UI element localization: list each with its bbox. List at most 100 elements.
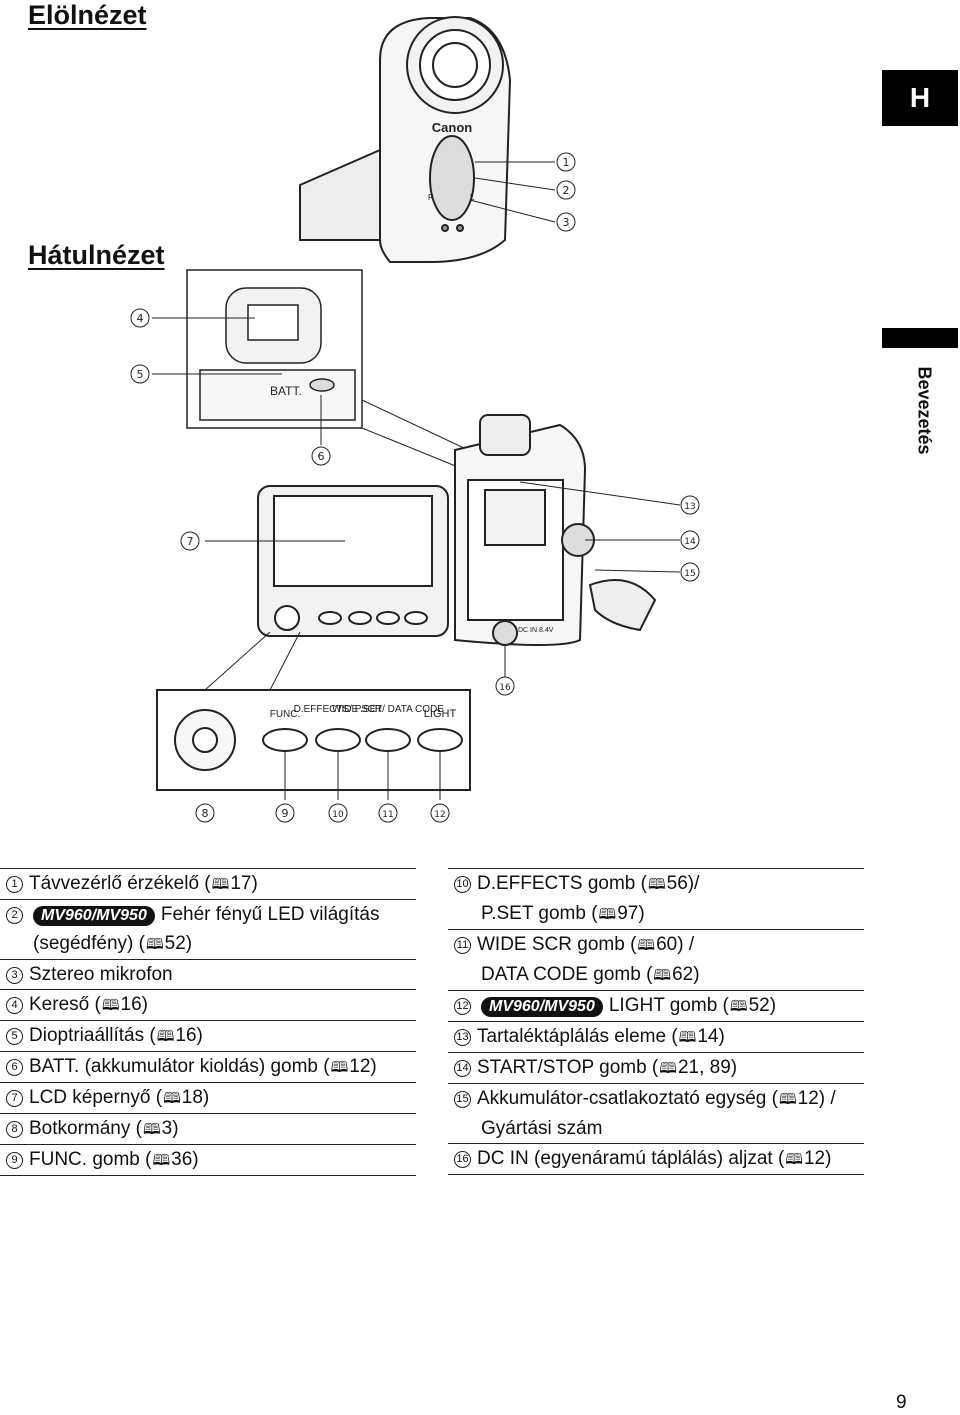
dc-in-label: DC IN 8.4V [518, 627, 554, 634]
legend-number: 14 [454, 1060, 471, 1077]
callout-12: 12 [430, 803, 450, 823]
button-detail [156, 689, 471, 791]
legend-number: 5 [6, 1028, 23, 1045]
callout-5: 5 [130, 364, 150, 384]
legend-number: 9 [6, 1152, 23, 1169]
book-icon: 🕮 [156, 1027, 175, 1045]
book-icon: 🕮 [211, 875, 230, 893]
callout-7: 7 [180, 531, 200, 551]
callout-11: 11 [378, 803, 398, 823]
canon-logo: Canon [432, 120, 473, 135]
legend-number: 13 [454, 1029, 471, 1046]
svg-text:1: 1 [563, 156, 570, 169]
svg-text:10: 10 [332, 810, 344, 820]
batt-label-inset: BATT. [270, 384, 302, 398]
svg-text:7: 7 [187, 535, 194, 548]
callout-9: 9 [275, 803, 295, 823]
legend-number: 8 [6, 1121, 23, 1138]
legend-number: 12 [454, 998, 471, 1015]
legend-number: 10 [454, 876, 471, 893]
language-tab: H [882, 70, 958, 126]
camera-illustration: Canon R L BATT. DC IN 8.4V [130, 16, 700, 823]
book-icon: 🕮 [101, 996, 120, 1014]
legend-item-2-cont: (segédfény) (🕮52) [0, 929, 416, 960]
model-badge: MV960/MV950 [481, 997, 603, 1017]
lcd-panel [257, 485, 449, 637]
front-leader-lines [469, 161, 556, 223]
callout-15: 15 [680, 562, 700, 582]
callout-markers: 1 2 3 4 5 6 7 8 9 10 11 12 13 14 15 16 [130, 152, 700, 823]
svg-text:4: 4 [137, 312, 144, 325]
section-bar [882, 328, 958, 348]
book-icon: 🕮 [678, 1028, 697, 1046]
widescr-label: WIDE SCR/ DATA CODE [332, 704, 444, 715]
svg-text:11: 11 [382, 810, 393, 820]
svg-text:12: 12 [434, 810, 445, 820]
book-icon: 🕮 [647, 875, 666, 893]
page-number: 9 [896, 1392, 907, 1413]
effects-label: D.EFFECTS/ P.SET [294, 704, 383, 715]
callout-3: 3 [556, 212, 576, 232]
callout-14: 14 [680, 530, 700, 550]
legend-number: 4 [6, 997, 23, 1014]
button-leader-lines [284, 752, 441, 800]
callout-10: 10 [328, 803, 348, 823]
rear-view-camera [454, 414, 657, 646]
svg-text:15: 15 [684, 569, 695, 579]
legend-number: 2 [6, 907, 23, 924]
light-label: LIGHT [424, 708, 457, 720]
legend-number: 16 [454, 1151, 471, 1168]
callout-2: 2 [556, 180, 576, 200]
legend-item-10-cont: P.SET gomb (🕮97) [448, 899, 864, 930]
book-icon: 🕮 [729, 997, 748, 1015]
model-badge: MV960/MV950 [33, 906, 155, 926]
legend-item-11-cont: DATA CODE gomb (🕮62) [448, 960, 864, 991]
book-icon: 🕮 [142, 1120, 161, 1138]
callout-1: 1 [556, 152, 576, 172]
svg-text:13: 13 [684, 502, 695, 512]
svg-text:8: 8 [202, 807, 209, 820]
book-icon: 🕮 [785, 1150, 803, 1168]
legend-number: 7 [6, 1090, 23, 1107]
legend-item-15-cont: Gyártási szám [448, 1114, 864, 1144]
book-icon: 🕮 [778, 1090, 797, 1108]
callout-4: 4 [130, 308, 150, 328]
mic-r-label: R [428, 193, 434, 202]
rear-inset [186, 269, 363, 429]
func-label: FUNC. [270, 709, 301, 720]
book-icon: 🕮 [330, 1058, 349, 1076]
callout-16: 16 [495, 676, 515, 696]
legend-number: 1 [6, 876, 23, 893]
svg-text:6: 6 [318, 450, 325, 463]
book-icon: 🕮 [598, 905, 617, 923]
svg-text:5: 5 [137, 368, 144, 381]
svg-text:3: 3 [563, 216, 570, 229]
legend-number: 11 [454, 937, 471, 954]
book-icon: 🕮 [659, 1059, 677, 1077]
svg-text:16: 16 [499, 683, 511, 693]
svg-text:9: 9 [282, 807, 289, 820]
svg-text:14: 14 [684, 537, 696, 547]
book-icon: 🕮 [637, 936, 656, 954]
language-tab-letter: H [909, 82, 931, 113]
front-view-camera [299, 16, 512, 263]
callout-6: 6 [311, 446, 331, 466]
legend-number: 3 [6, 967, 23, 984]
legend-number: 6 [6, 1059, 23, 1076]
legend-number: 15 [454, 1091, 471, 1108]
